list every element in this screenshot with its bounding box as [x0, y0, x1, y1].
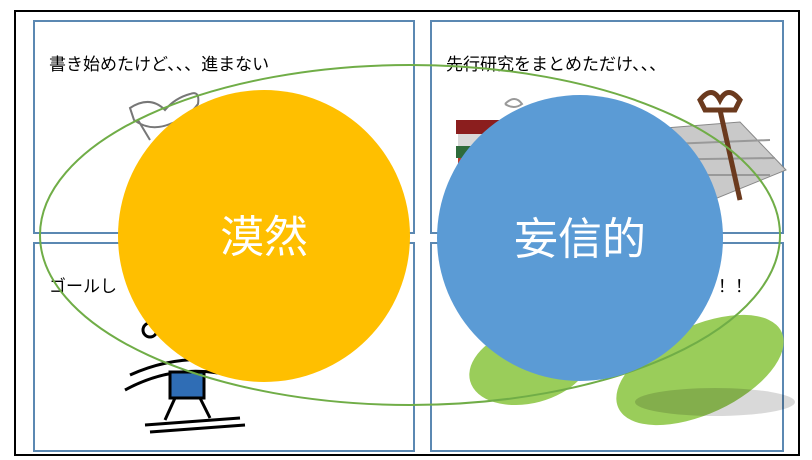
panel-bottom-right-caption: ！！ — [718, 277, 752, 297]
circle-vague-label: 漠然 — [220, 212, 308, 263]
circle-blind-faith — [437, 95, 723, 381]
circle-blind-faith-label: 妄信的 — [514, 214, 646, 265]
panel-bottom-left-caption: ゴールし — [49, 277, 117, 297]
circle-vague — [118, 90, 410, 382]
panel-top-left-caption: 書き始めたけど、、、進まない — [49, 55, 270, 75]
group-ellipse — [39, 64, 781, 406]
